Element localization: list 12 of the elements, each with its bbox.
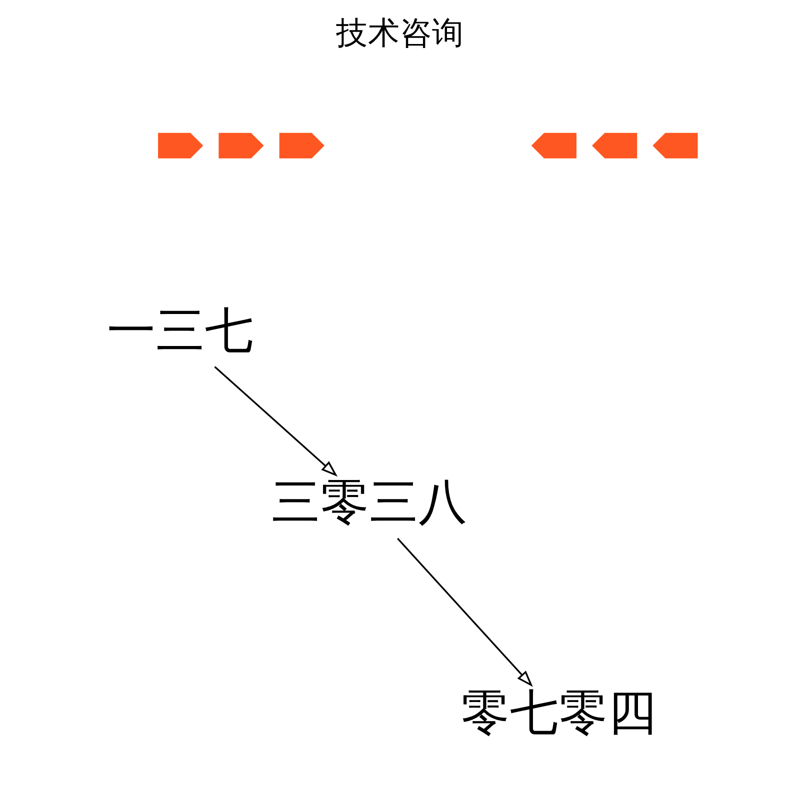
arrow [396, 538, 533, 687]
diagram-title: 技术咨询 [336, 16, 464, 52]
node-chevron [531, 132, 576, 158]
node-chevron [218, 132, 264, 158]
node-chevron [279, 132, 324, 158]
node-text: 零七零四 [460, 684, 657, 741]
node-text: 三零三八 [272, 474, 468, 531]
node-chevron [592, 132, 638, 158]
node-chevron [652, 132, 698, 158]
node-text: 一三七 [106, 303, 254, 359]
arrow [214, 366, 338, 477]
node-chevron [158, 132, 204, 158]
